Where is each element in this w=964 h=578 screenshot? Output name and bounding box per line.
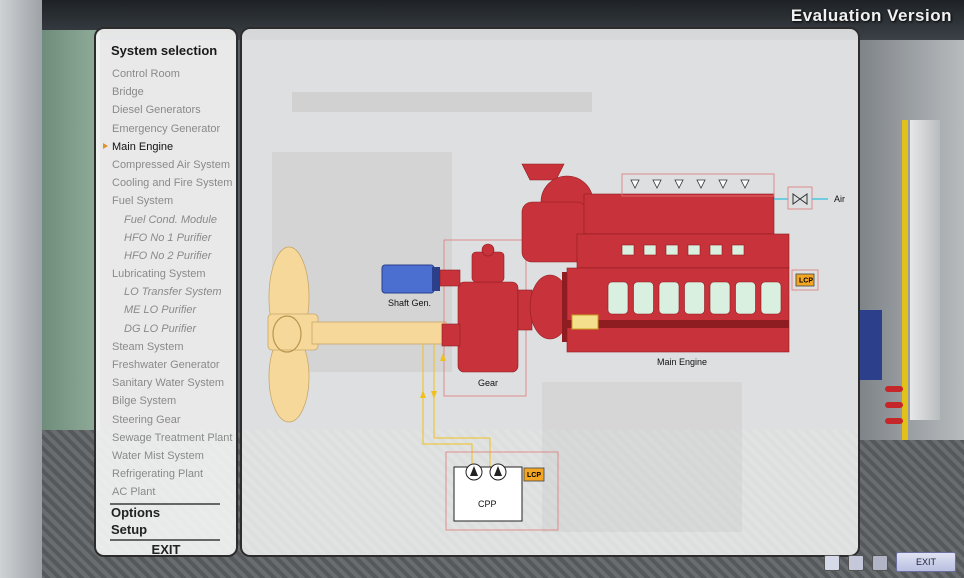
options-button[interactable]: Options [111,505,161,520]
receiver-inspection-windows [621,244,745,256]
system-item-freshwater-generator[interactable]: Freshwater Generator [112,359,220,371]
system-item-hfo-no-1-purifier[interactable]: HFO No 1 Purifier [124,231,212,244]
menu-divider [110,503,220,505]
white-column [910,120,940,420]
system-item-steering-gear[interactable]: Steering Gear [112,413,181,426]
engine-top-cover [583,193,775,235]
system-item-control-room[interactable]: Control Room [112,68,180,80]
gear-label: Gear [478,378,498,388]
cpp-hydraulic-lines [420,344,491,467]
system-item-hfo-no-2-purifier[interactable]: HFO No 2 Purifier [124,249,212,262]
red-valve-handwheel-icon [885,386,903,392]
menu-title: System selection [111,43,218,58]
green-machinery-wall [40,30,100,450]
system-item-lo-transfer-system[interactable]: LO Transfer System [124,286,222,299]
receiver-window [665,244,679,256]
engine-lcp-button[interactable]: LCP [791,269,819,291]
cylinder-valves-frame [621,173,775,197]
system-item-cooling-and-fire-system[interactable]: Cooling and Fire System [112,177,233,190]
system-item-refrigerating-plant[interactable]: Refrigerating Plant [112,468,204,481]
scavenge-air-receiver [576,233,790,269]
system-item-dg-lo-purifier[interactable]: DG LO Purifier [124,322,197,335]
crankcase-door [735,281,756,315]
system-item-steam-system[interactable]: Steam System [112,340,184,353]
red-valve-handwheel-icon [885,418,903,424]
crankcase-door [607,281,629,315]
receiver-window [643,244,657,256]
shaft-generator[interactable]: Shaft Gen. [381,264,440,308]
engine-lcp-label: LCP [799,278,813,285]
system-item-lubricating-system[interactable]: Lubricating System [112,268,206,281]
document-icon[interactable] [848,555,864,571]
receiver-window [731,244,745,256]
crankcase-doors [607,281,782,315]
system-item-compressed-air-system[interactable]: Compressed Air System [112,158,230,171]
cylinder-valve-icon[interactable] [740,179,750,189]
system-item-fuel-system[interactable]: Fuel System [112,195,174,208]
camera-view-icon[interactable] [824,555,840,571]
system-item-main-engine[interactable]: Main Engine [96,138,236,156]
system-item-fuel-cond-module[interactable]: Fuel Cond. Module [124,213,217,226]
menu-exit-button[interactable]: EXIT [151,542,181,557]
air-inlet[interactable]: Air [774,186,845,210]
cylinder-indicator-valves[interactable] [630,179,750,189]
main-engine-diagram: Shaft Gen. Gear [267,92,845,532]
yellow-handrail [902,120,908,440]
cylinder-valve-icon[interactable] [696,179,706,189]
system-item-bridge[interactable]: Bridge [112,86,144,99]
system-item-sewage-treatment-plant[interactable]: Sewage Treatment Plant [112,431,233,444]
receiver-window [621,244,635,256]
menu-divider [110,539,220,541]
receiver-window [709,244,723,256]
system-item-diesel-generators[interactable]: Diesel Generators [112,104,201,117]
system-item-emergency-generator[interactable]: Emergency Generator [112,122,221,135]
exit-button[interactable]: EXIT [896,552,956,572]
cpp-lcp-button[interactable]: LCP [523,467,545,482]
shaft-gen-label: Shaft Gen. [388,298,431,308]
propeller[interactable] [267,246,447,423]
air-label: Air [834,194,845,204]
main-engine[interactable]: Main Engine [521,163,790,367]
crankcase-door [658,281,680,315]
crankcase-door [633,281,654,315]
blue-pump-unit [860,310,882,380]
crankcase-door [709,281,731,315]
system-item-me-lo-purifier[interactable]: ME LO Purifier [124,304,197,317]
main-engine-diagram-panel: Shaft Gen. Gear [240,27,860,557]
main-engine-label: Main Engine [657,357,707,367]
setup-button[interactable]: Setup [111,522,148,537]
tools-icon[interactable] [872,555,888,571]
cylinder-valve-icon[interactable] [652,179,662,189]
red-valve-handwheel-icon [885,402,903,408]
cylinder-valve-icon[interactable] [630,179,640,189]
cpp-unit[interactable]: CPP [445,451,559,531]
system-item-ac-plant[interactable]: AC Plant [112,486,156,499]
crankcase-door [684,281,705,315]
receiver-window [687,244,701,256]
evaluation-watermark: Evaluation Version [790,6,952,25]
system-item-bilge-system[interactable]: Bilge System [112,395,177,408]
system-item-water-mist-system[interactable]: Water Mist System [112,449,204,462]
crankcase-door [760,281,782,315]
cpp-label: CPP [478,499,497,509]
gearbox[interactable]: Gear [439,239,527,397]
system-item-sanitary-water-system[interactable]: Sanitary Water System [112,377,225,390]
cylinder-valve-icon[interactable] [718,179,728,189]
foreground-pillar [0,0,42,578]
cylinder-valve-icon[interactable] [674,179,684,189]
air-valve-icon [792,193,801,205]
cpp-lcp-label: LCP [527,472,541,479]
